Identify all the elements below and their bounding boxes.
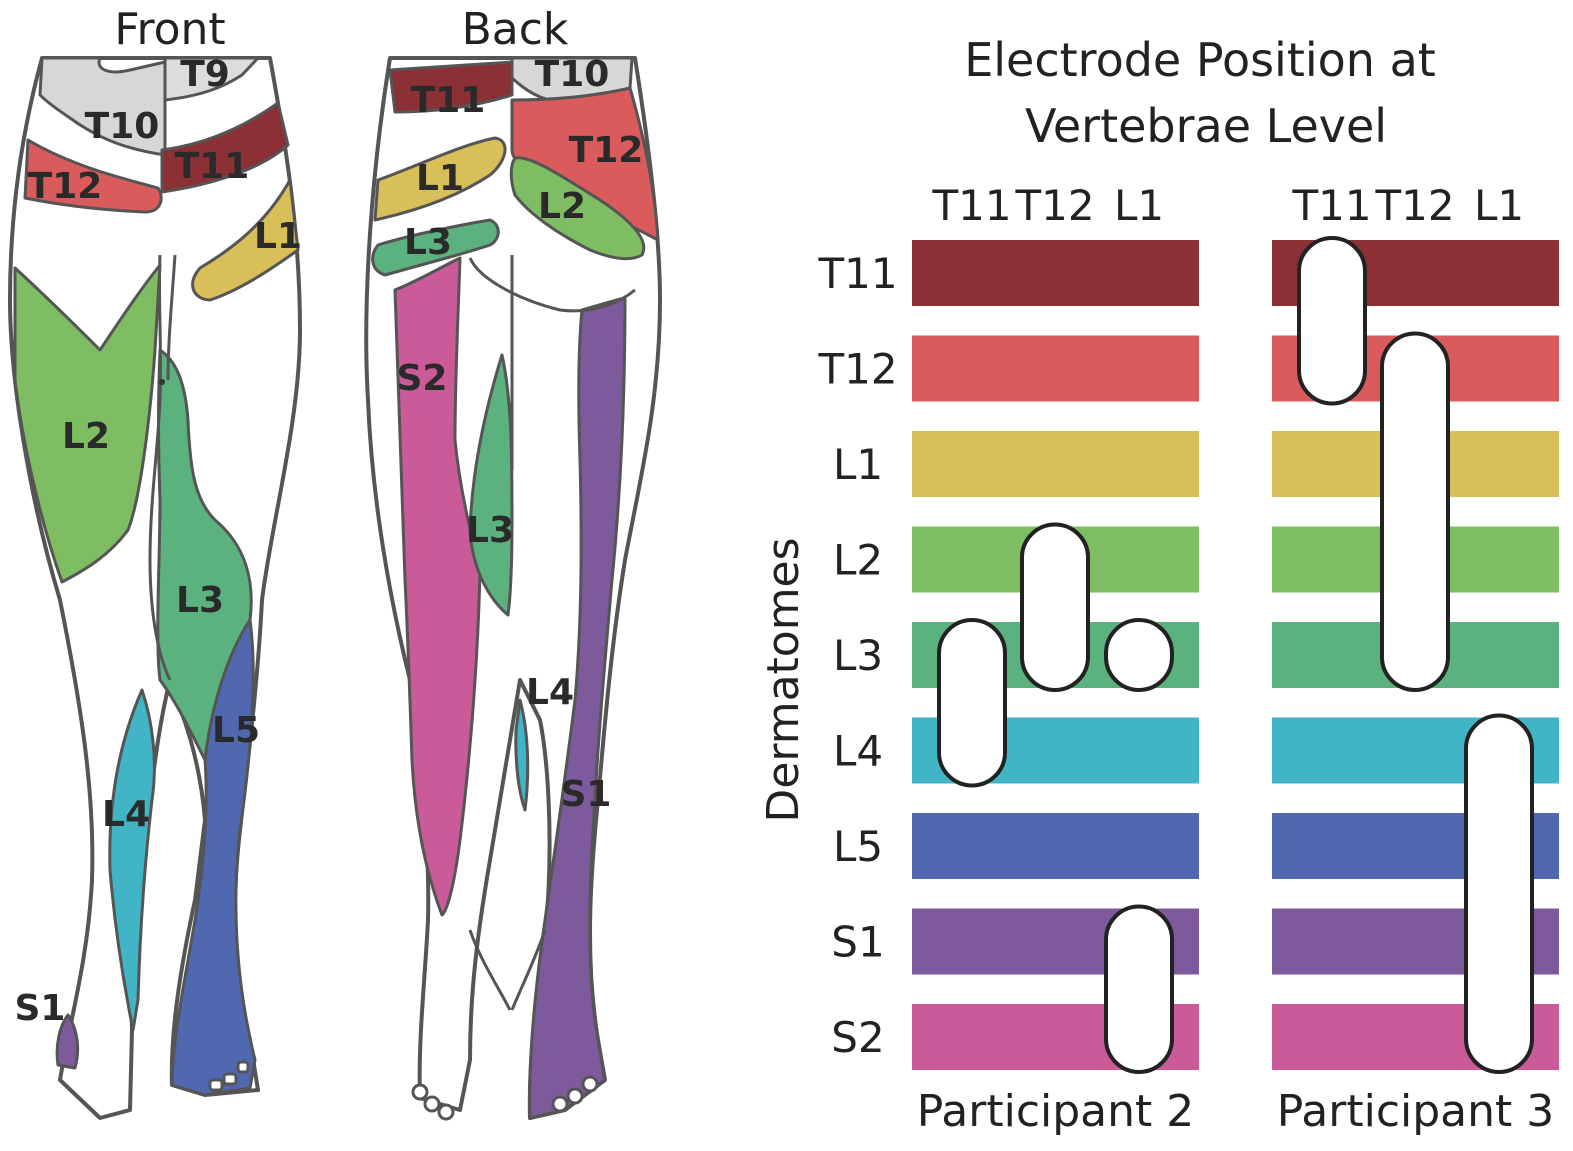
front-label-T9: T9 (180, 54, 230, 95)
back-region-L3-upper (371, 218, 500, 277)
column-label-p2-L1: L1 (1114, 181, 1164, 230)
band-p2-L5 (912, 813, 1199, 879)
front-crotch-line (166, 254, 177, 381)
back-label-L3-upper: L3 (404, 222, 452, 263)
front-label-L2: L2 (62, 416, 110, 457)
front-region-L5 (170, 618, 257, 1097)
electrode-p3-1 (1380, 331, 1450, 692)
column-label-p2-T12: T12 (1014, 181, 1094, 230)
front-region-T11 (160, 101, 290, 194)
front-navel-dot (159, 379, 165, 385)
y-axis-label: Dermatomes (758, 537, 809, 822)
front-region-T12 (23, 138, 163, 214)
back-label-T11: T11 (411, 80, 486, 121)
back-heels (411, 1075, 599, 1121)
front-toes (208, 1060, 250, 1092)
electrode-p3-2 (1464, 713, 1534, 1074)
row-label-T12: T12 (817, 345, 897, 394)
column-label-p3-L1: L1 (1474, 181, 1524, 230)
back-region-L2 (509, 156, 646, 261)
back-label-S2: S2 (397, 358, 448, 399)
back-ankle-lines (468, 929, 547, 1011)
band-p2-T12 (912, 335, 1199, 402)
back-region-S1 (528, 296, 627, 1120)
row-label-S2: S2 (831, 1013, 884, 1062)
electrode-p2-2 (1104, 618, 1174, 692)
back-label-L3-lower: L3 (466, 510, 514, 551)
back-view-title: Back (462, 4, 569, 55)
front-region-T9 (163, 56, 260, 102)
front-label-L3: L3 (176, 580, 224, 621)
row-label-S1: S1 (831, 918, 884, 967)
band-p2-T11 (912, 240, 1199, 306)
row-label-T11: T11 (817, 249, 897, 298)
back-label-L2: L2 (538, 186, 586, 227)
front-region-L4 (108, 688, 156, 1032)
front-region-S1 (55, 1013, 80, 1070)
column-label-p2-T11: T11 (931, 181, 1011, 230)
back-label-T12: T12 (569, 130, 644, 171)
electrode-p2-0 (937, 618, 1007, 788)
back-region-T11 (388, 60, 514, 114)
back-region-L1 (373, 136, 507, 222)
front-label-T11: T11 (175, 146, 250, 187)
back-region-S2 (393, 256, 482, 917)
row-label-L1: L1 (833, 440, 883, 489)
electrode-p2-3 (1104, 904, 1174, 1074)
front-view: Front T9 T10 T11 (8, 4, 302, 1120)
back-gluteal-line (468, 257, 636, 313)
back-region-L4 (514, 698, 530, 812)
front-region-T10 (38, 56, 167, 157)
back-label-S1: S1 (561, 774, 612, 815)
front-inner-thigh-line (148, 254, 172, 681)
column-label-p3-T12: T12 (1374, 181, 1454, 230)
back-view: Back T10 (364, 4, 662, 1121)
front-label-T10: T10 (85, 106, 160, 147)
back-label-L1: L1 (416, 158, 464, 199)
front-label-L1: L1 (254, 216, 302, 257)
electrode-chart: Electrode Position at Vertebrae Level De… (758, 33, 1559, 1137)
row-label-L5: L5 (833, 822, 883, 871)
participant-label-3: Participant 3 (1277, 1086, 1555, 1137)
row-label-L3: L3 (833, 631, 883, 680)
row-label-L4: L4 (833, 727, 883, 776)
electrode-p3-0 (1297, 236, 1367, 406)
electrode-p2-1 (1020, 522, 1090, 692)
row-label-L2: L2 (833, 536, 883, 585)
band-p2-L1 (912, 431, 1199, 497)
chart-title-line-2: Vertebrae Level (1025, 99, 1387, 153)
chart-title-line-1: Electrode Position at (964, 33, 1436, 87)
front-region-L2 (13, 263, 162, 584)
column-label-p3-T11: T11 (1291, 181, 1371, 230)
front-label-L4: L4 (102, 794, 150, 835)
participant-label-2: Participant 2 (917, 1086, 1195, 1137)
back-label-T10: T10 (535, 54, 610, 95)
front-label-T12: T12 (28, 166, 103, 207)
front-label-S1: S1 (15, 988, 66, 1029)
front-label-L5: L5 (212, 710, 260, 751)
back-label-L4: L4 (526, 672, 574, 713)
front-view-title: Front (114, 4, 225, 55)
front-region-L1 (191, 178, 300, 302)
